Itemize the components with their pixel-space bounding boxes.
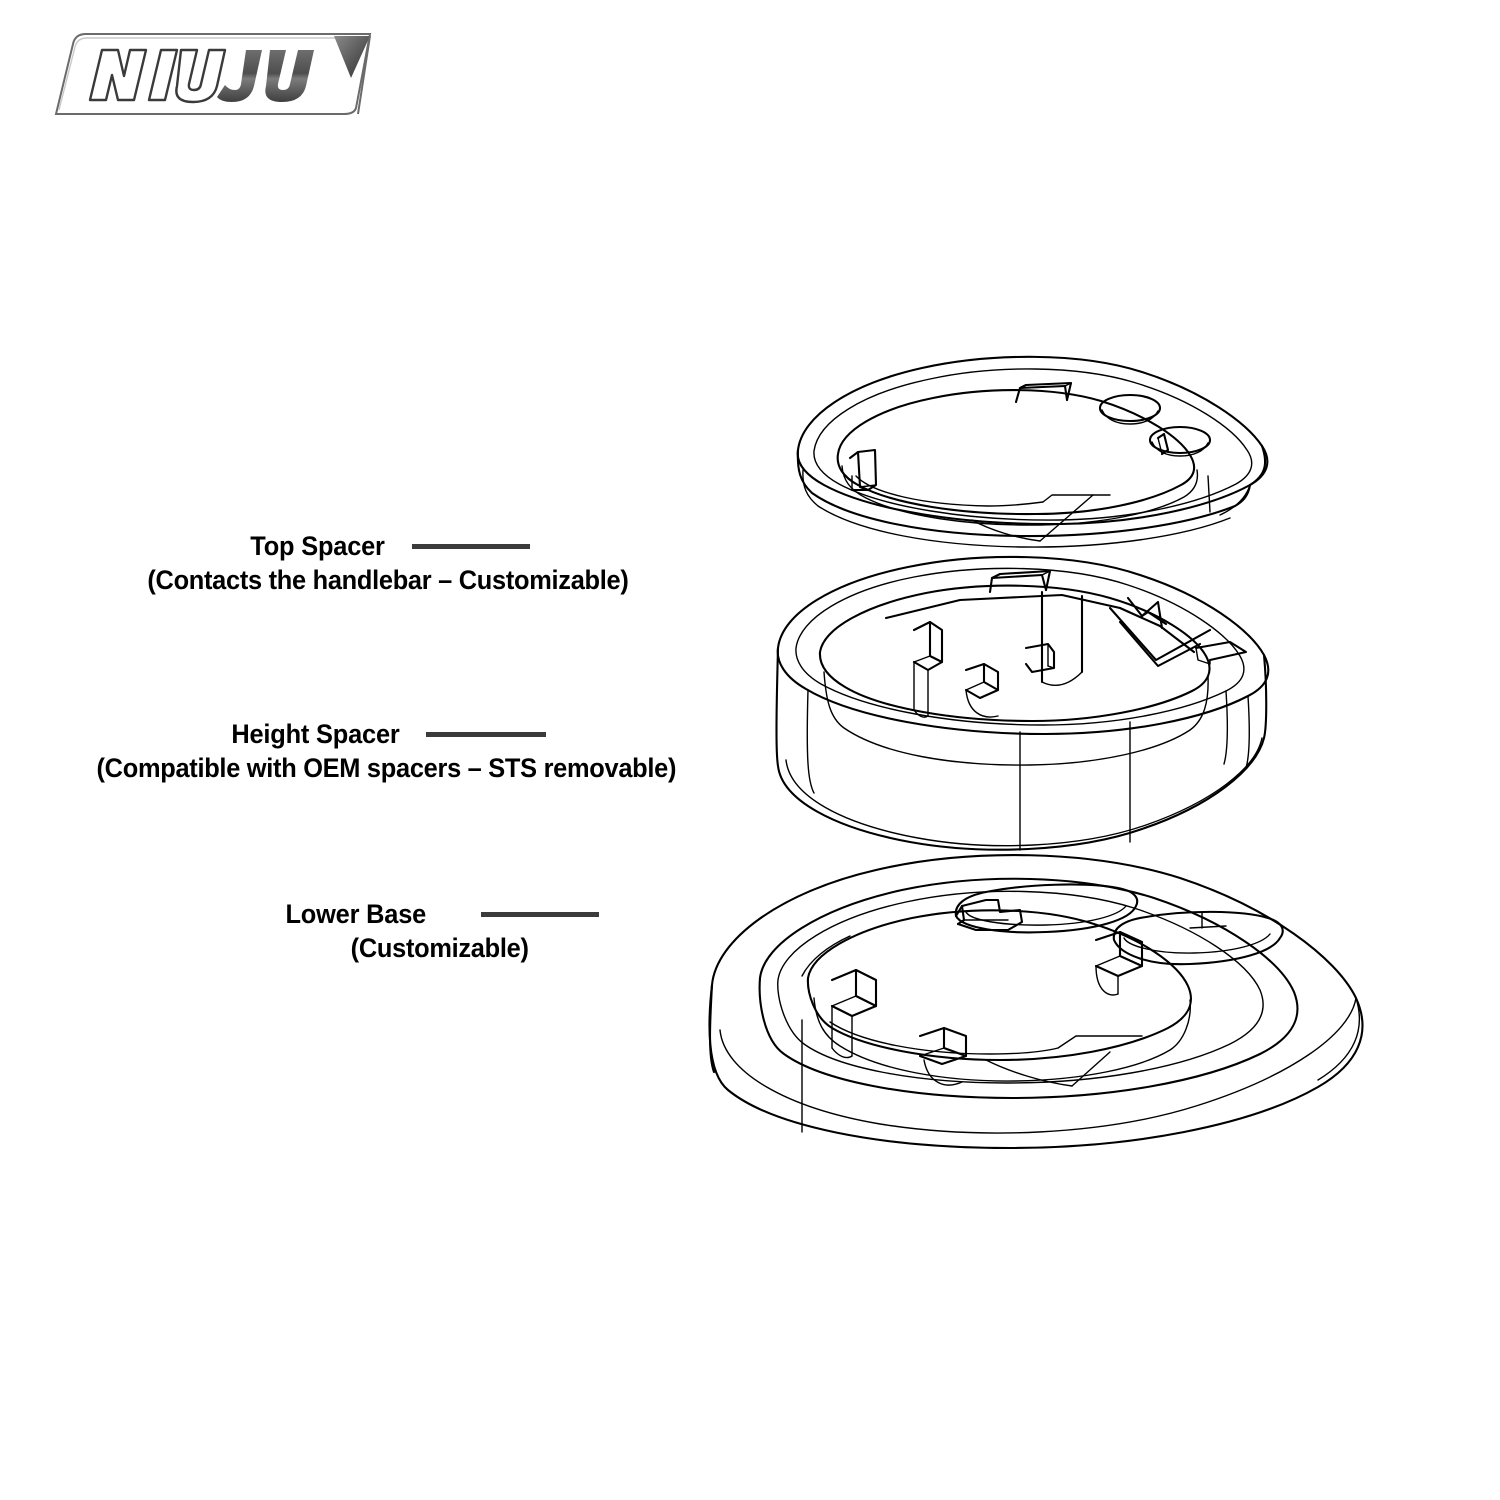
- callout-lower-base: Lower Base (Customizable): [130, 898, 750, 965]
- bolt-hole-upper: [1100, 395, 1160, 424]
- top-spacer-drawing: [798, 357, 1268, 547]
- callout-subtitle: (Contacts the handlebar – Customizable): [147, 565, 629, 595]
- pocket-left: [956, 885, 1137, 933]
- callout-title: Height Spacer: [230, 719, 400, 749]
- exploded-assembly-drawing: [690, 330, 1500, 1170]
- brand-logo: [18, 18, 398, 123]
- callout-top-spacer: Top Spacer (Contacts the handlebar – Cus…: [18, 530, 758, 597]
- leader-line: [426, 731, 547, 737]
- logo-word-niu: [88, 48, 227, 104]
- callout-title-row: Lower Base: [281, 898, 599, 930]
- bolt-hole-lower: [1150, 427, 1210, 456]
- callout-title: Lower Base: [285, 899, 427, 929]
- callout-height-spacer: Height Spacer (Compatible with OEM space…: [6, 718, 766, 785]
- leader-line: [411, 543, 530, 549]
- lower-base-drawing: [709, 855, 1362, 1148]
- callout-title-row: Height Spacer: [226, 718, 547, 750]
- pocket-right: [1114, 912, 1283, 964]
- triangle-accent-icon: [334, 35, 371, 115]
- callout-title: Top Spacer: [250, 531, 386, 561]
- callout-subtitle: (Customizable): [351, 933, 529, 963]
- logo-word-ju: [217, 50, 314, 102]
- leader-line: [480, 911, 599, 917]
- height-spacer-drawing: [777, 557, 1269, 850]
- callout-subtitle: (Compatible with OEM spacers – STS remov…: [96, 753, 676, 783]
- callout-title-row: Top Spacer: [246, 530, 530, 562]
